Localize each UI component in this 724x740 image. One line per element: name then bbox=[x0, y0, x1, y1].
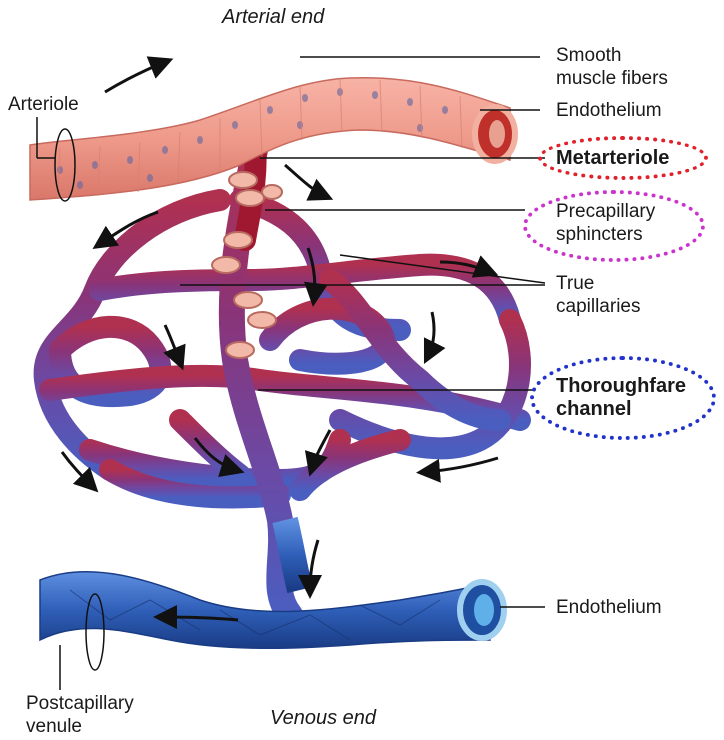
true-capillaries bbox=[45, 200, 520, 497]
venous-end-label: Venous end bbox=[270, 707, 376, 730]
endothelium-top-label: Endothelium bbox=[556, 99, 662, 122]
thoroughfare-label-line2: channel bbox=[556, 398, 632, 421]
precapillary-label-line1: Precapillary bbox=[556, 200, 655, 223]
precapillary-label-line2: sphincters bbox=[556, 223, 643, 246]
thoroughfare-label-line1: Thoroughfare bbox=[556, 375, 686, 398]
endothelium-bottom-label: Endothelium bbox=[556, 596, 662, 619]
postcapillary-label-line1: Postcapillary bbox=[26, 692, 134, 715]
arteriole-vessel bbox=[30, 78, 515, 201]
arterial-end-label: Arterial end bbox=[222, 6, 324, 29]
smooth-muscle-label-line2: muscle fibers bbox=[556, 67, 668, 90]
arteriole-label: Arteriole bbox=[8, 93, 79, 116]
postcapillary-label-line2: venule bbox=[26, 715, 82, 738]
smooth-muscle-label-line1: Smooth bbox=[556, 44, 621, 67]
true-capillaries-label-line2: capillaries bbox=[556, 295, 640, 318]
metarteriole-label: Metarteriole bbox=[556, 147, 669, 170]
true-capillaries-label-line1: True bbox=[556, 272, 594, 295]
